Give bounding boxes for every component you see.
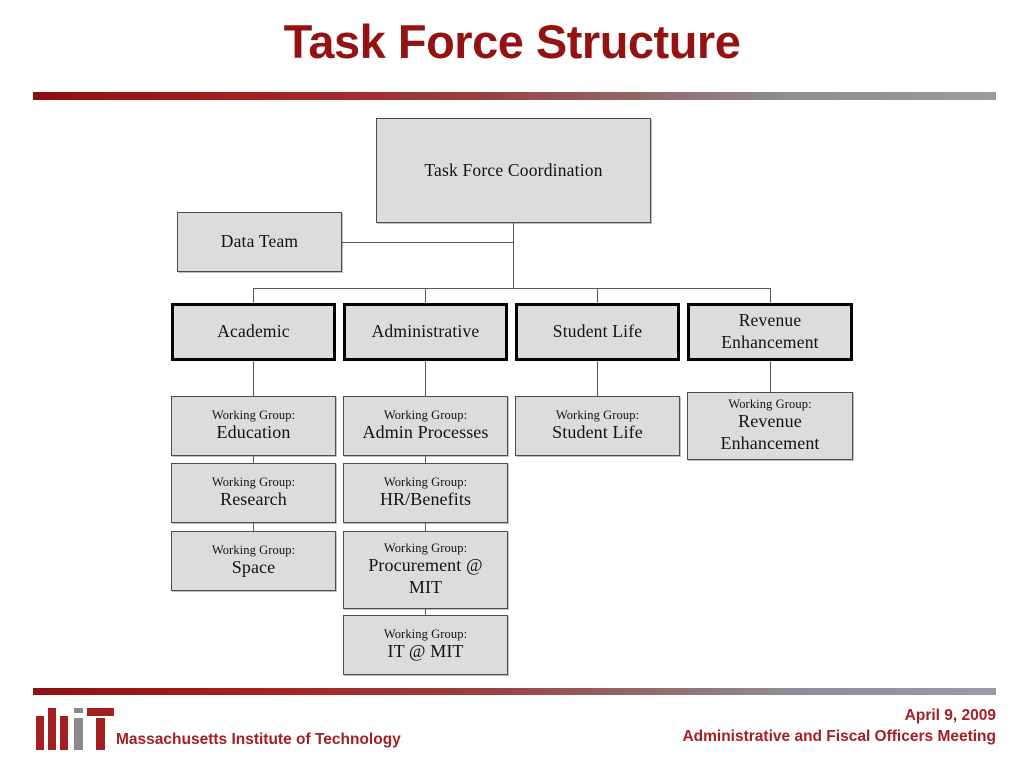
footer-date: April 9, 2009 — [904, 707, 996, 724]
working-group-prefix: Working Group: — [211, 474, 296, 489]
working-group-name: Space — [231, 557, 276, 578]
working-group-prefix: Working Group: — [383, 626, 468, 641]
working-group-name: Admin Processes — [362, 422, 489, 443]
working-group-name: Student Life — [552, 422, 643, 443]
working-group-prefix: Working Group: — [555, 407, 640, 422]
connector-education-to-research — [253, 456, 254, 463]
node-data-team[interactable]: Data Team — [177, 212, 342, 272]
node-label: Student Life — [552, 321, 643, 342]
node-category-academic[interactable]: Academic — [171, 303, 336, 361]
connector-drop-administrative — [425, 288, 426, 303]
node-label: Administrative — [371, 321, 480, 342]
node-label: Task Force Coordination — [424, 159, 603, 180]
working-group-name: Revenue Enhancement — [720, 411, 820, 454]
mit-logo-bar-1 — [36, 716, 44, 750]
connector-research-to-space — [253, 523, 254, 531]
node-working-group-admin-processes[interactable]: Working Group: Admin Processes — [343, 396, 508, 456]
mit-logo-bar-2 — [48, 708, 56, 750]
node-category-revenue-enhancement[interactable]: Revenue Enhancement — [687, 303, 853, 361]
working-group-name: Procurement @ MIT — [368, 555, 483, 598]
connector-academic-to-wg — [253, 361, 254, 396]
connector-root-trunk — [513, 223, 514, 289]
node-task-force-coordination[interactable]: Task Force Coordination — [376, 118, 651, 223]
connector-hr-benefits-to-procurement — [425, 523, 426, 531]
connector-drop-student-life — [597, 288, 598, 303]
working-group-prefix: Working Group: — [211, 407, 296, 422]
working-group-name: IT @ MIT — [387, 641, 464, 662]
working-group-name: Research — [220, 489, 287, 510]
node-working-group-research[interactable]: Working Group: Research — [171, 463, 336, 523]
mit-logo-bar-5-gray — [74, 718, 83, 750]
working-group-prefix: Working Group: — [383, 540, 468, 555]
node-category-student-life[interactable]: Student Life — [515, 303, 680, 361]
mit-logo-bar-4-gray — [74, 708, 83, 713]
working-group-prefix: Working Group: — [728, 396, 812, 411]
working-group-prefix: Working Group: — [383, 407, 468, 422]
connector-drop-revenue-enhancement — [770, 288, 771, 303]
mit-logo-bar-3 — [60, 716, 68, 750]
footer-divider-rule — [33, 688, 996, 695]
mit-logo — [36, 708, 114, 750]
connector-admin-processes-to-hr-benefits — [425, 456, 426, 463]
node-working-group-space[interactable]: Working Group: Space — [171, 531, 336, 591]
working-group-name: HR/Benefits — [379, 489, 472, 510]
footer-meeting-info: April 9, 2009 Administrative and Fiscal … — [682, 706, 996, 748]
connector-drop-academic — [253, 288, 254, 303]
node-working-group-it-at-mit[interactable]: Working Group: IT @ MIT — [343, 615, 508, 675]
connector-administrative-to-wg — [425, 361, 426, 396]
node-label: Revenue Enhancement — [721, 310, 819, 352]
node-label: Data Team — [220, 231, 299, 252]
node-working-group-hr-benefits[interactable]: Working Group: HR/Benefits — [343, 463, 508, 523]
connector-data-team-to-trunk — [342, 242, 514, 243]
connector-revenue-enhancement-to-wg — [770, 361, 771, 396]
node-working-group-student-life[interactable]: Working Group: Student Life — [515, 396, 680, 456]
working-group-name: Education — [216, 422, 291, 443]
node-category-administrative[interactable]: Administrative — [343, 303, 508, 361]
node-label: Academic — [217, 321, 290, 342]
footer-organization-name: Massachusetts Institute of Technology — [116, 731, 401, 748]
node-working-group-education[interactable]: Working Group: Education — [171, 396, 336, 456]
footer-meeting-title: Administrative and Fiscal Officers Meeti… — [682, 727, 996, 745]
header-divider-rule — [33, 92, 996, 100]
connector-procurement-to-it — [425, 609, 426, 615]
node-working-group-revenue-enhancement[interactable]: Working Group: Revenue Enhancement — [687, 392, 853, 460]
connector-distribution-bar — [253, 288, 771, 289]
working-group-prefix: Working Group: — [211, 542, 296, 557]
connector-student-life-to-wg — [597, 361, 598, 396]
mit-logo-bar-6 — [87, 708, 114, 716]
working-group-prefix: Working Group: — [383, 474, 468, 489]
node-working-group-procurement-at-mit[interactable]: Working Group: Procurement @ MIT — [343, 531, 508, 609]
page-title: Task Force Structure — [283, 15, 741, 68]
mit-logo-bar-7 — [96, 718, 105, 750]
